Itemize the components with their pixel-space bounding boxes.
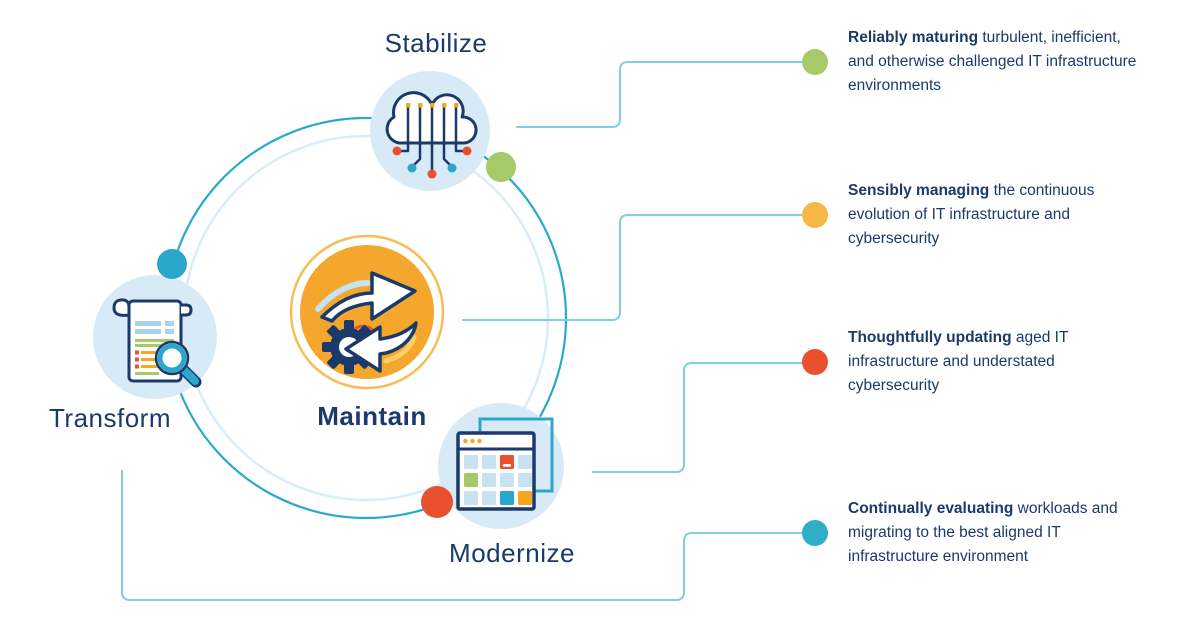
document-audit-icon [112,298,202,388]
app-window-icon [456,417,554,511]
stabilize-circle [370,71,490,191]
description-line: infrastructure and understated [848,353,1055,370]
description-line: Reliably maturing turbulent, inefficient… [848,29,1121,46]
stabilize-label: Stabilize [384,28,488,58]
modernize-description: Thoughtfully updating aged IT infrastruc… [848,326,1200,398]
description-line: migrating to the best aligned IT [848,524,1061,541]
modernize-connector-line [592,362,803,473]
description-line: environments [848,77,942,94]
transform-label: Transform [49,403,171,433]
modernize-ring-dot [421,486,453,518]
description-line: infrastructure environment [848,548,1029,565]
description-line: Sensibly managing the continuous [848,182,1095,199]
description-line: cybersecurity [848,230,940,247]
sync-arrows-gear-icon [289,234,445,390]
modernize-label: Modernize [449,538,575,568]
transform-description: Continually evaluating workloads and mig… [848,497,1200,569]
description-line: and otherwise challenged IT infrastructu… [848,53,1137,70]
transform-circle [93,275,217,399]
description-line: evolution of IT infrastructure and [848,206,1071,223]
maintain-description: Sensibly managing the continuous evoluti… [848,179,1200,251]
stabilize-ring-dot [486,152,516,182]
transform-connector-line [121,470,803,601]
stabilize-description: Reliably maturing turbulent, inefficient… [848,26,1200,98]
stabilize-legend-dot [802,49,828,75]
maintain-legend-dot [802,202,828,228]
transform-legend-dot [802,520,828,546]
description-line: Continually evaluating workloads and [848,500,1118,517]
maintain-circle [288,233,446,391]
maintain-connector-line [462,214,803,321]
maintain-label: Maintain [317,401,427,431]
transform-ring-dot [157,249,187,279]
stabilize-connector-line [516,61,803,128]
description-line: Thoughtfully updating aged IT [848,329,1069,346]
modernize-legend-dot [802,349,828,375]
description-line: cybersecurity [848,377,940,394]
modernize-circle [438,403,564,529]
cloud-network-icon [385,91,478,179]
